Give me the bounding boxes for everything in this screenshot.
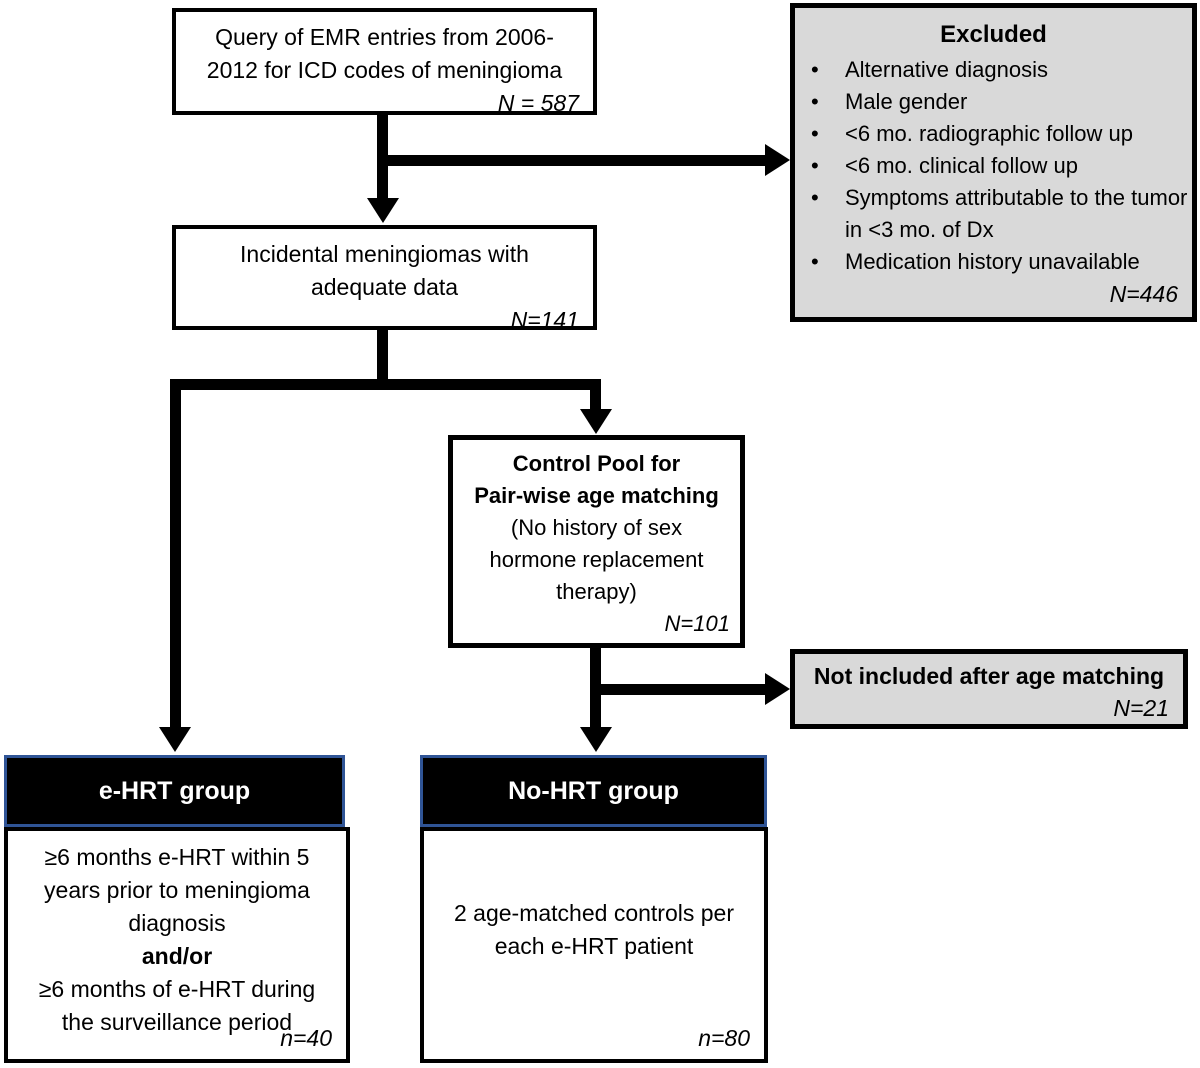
arrow-branch-horizontal-shaft — [170, 379, 601, 390]
ehrt-group-body: ≥6 months e-HRT within 5 years prior to … — [4, 827, 350, 1063]
ehrt-group-header: e-HRT group — [4, 755, 345, 827]
excluded-list: Alternative diagnosis Male gender <6 mo.… — [795, 54, 1192, 278]
nohrt-body-text: 2 age-matched controls per each e-HRT pa… — [424, 831, 764, 1059]
excluded-box: Excluded Alternative diagnosis Male gend… — [790, 3, 1197, 322]
query-box: Query of EMR entries from 2006- 2012 for… — [172, 8, 597, 116]
ehrt-criteria-line3: diagnosis — [128, 910, 226, 936]
arrow-to-control-pool-shaft — [590, 379, 601, 411]
ehrt-criteria-line2: years prior to meningioma — [44, 877, 310, 903]
arrow-to-control-pool-head — [580, 409, 612, 434]
arrow-to-excluded-shaft — [383, 155, 768, 166]
nohrt-count: n=80 — [698, 1025, 750, 1051]
nohrt-body-line2: each e-HRT patient — [494, 933, 694, 959]
excluded-item: Medication history unavailable — [795, 246, 1192, 278]
arrow-query-to-incidental-shaft — [377, 113, 388, 201]
excluded-title: Excluded — [940, 21, 1047, 48]
arrow-control-to-nohrt-head — [580, 727, 612, 752]
query-count: N = 587 — [497, 90, 579, 116]
arrow-incidental-down-shaft — [377, 328, 388, 385]
arrow-query-to-incidental-head — [367, 198, 399, 223]
ehrt-connector: and/or — [141, 943, 213, 969]
ehrt-criteria-line4: ≥6 months of e-HRT during — [38, 976, 316, 1002]
arrow-to-not-included-head — [765, 673, 790, 705]
excluded-item: <6 mo. radiographic follow up — [795, 118, 1192, 150]
excluded-item: Alternative diagnosis — [795, 54, 1192, 86]
ehrt-count: n=40 — [280, 1025, 332, 1051]
not-included-count: N=21 — [1113, 695, 1169, 721]
not-included-title: Not included after age matching — [813, 663, 1165, 689]
nohrt-body-line1: 2 age-matched controls per — [454, 900, 734, 926]
arrow-to-excluded-head — [765, 144, 790, 176]
nohrt-group-header: No-HRT group — [420, 755, 767, 827]
incidental-count: N=141 — [510, 307, 579, 333]
nohrt-group-body: 2 age-matched controls per each e-HRT pa… — [420, 827, 768, 1063]
control-pool-box: Control Pool for Pair-wise age matching … — [448, 435, 745, 648]
not-included-box: Not included after age matching N=21 — [790, 649, 1188, 729]
excluded-count: N=446 — [1109, 281, 1178, 307]
incidental-line1: Incidental meningiomas with — [240, 241, 529, 267]
control-pool-subtitle-line2: hormone replacement — [489, 547, 704, 572]
control-pool-subtitle-line1: (No history of sex — [510, 515, 683, 540]
query-line1: Query of EMR entries from 2006- — [215, 24, 554, 50]
query-line2: 2012 for ICD codes of meningioma — [206, 57, 563, 83]
ehrt-group-header-label: e-HRT group — [98, 776, 251, 805]
control-pool-title-line1: Control Pool for — [512, 451, 681, 476]
excluded-item: Symptoms attributable to the tumor in <3… — [795, 182, 1192, 246]
incidental-box: Incidental meningiomas with adequate dat… — [172, 225, 597, 333]
control-pool-subtitle-line3: therapy) — [556, 579, 637, 604]
arrow-to-not-included-shaft — [595, 684, 768, 695]
control-pool-title-line2: Pair-wise age matching — [474, 483, 719, 508]
excluded-item: Male gender — [795, 86, 1192, 118]
ehrt-criteria-line5: the surveillance period — [61, 1009, 293, 1035]
arrow-to-ehrt-head — [159, 727, 191, 752]
excluded-item: <6 mo. clinical follow up — [795, 150, 1192, 182]
control-pool-count: N=101 — [664, 611, 730, 636]
incidental-line2: adequate data — [310, 274, 459, 300]
nohrt-group-header-label: No-HRT group — [508, 776, 679, 805]
ehrt-criteria-line1: ≥6 months e-HRT within 5 — [44, 844, 310, 870]
arrow-to-ehrt-shaft — [170, 379, 181, 729]
